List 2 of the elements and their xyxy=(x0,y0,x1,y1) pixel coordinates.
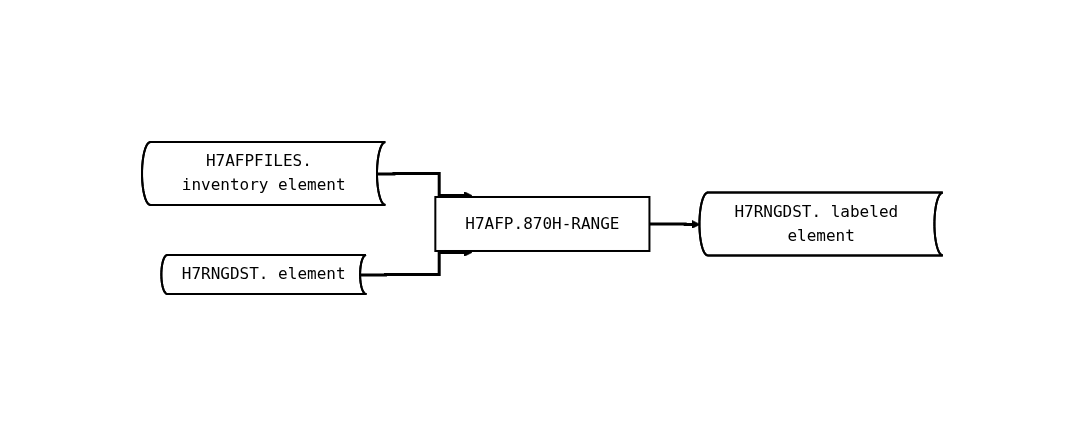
node-box: H7AFP.870H-RANGE xyxy=(434,196,651,252)
arrow xyxy=(649,220,701,229)
